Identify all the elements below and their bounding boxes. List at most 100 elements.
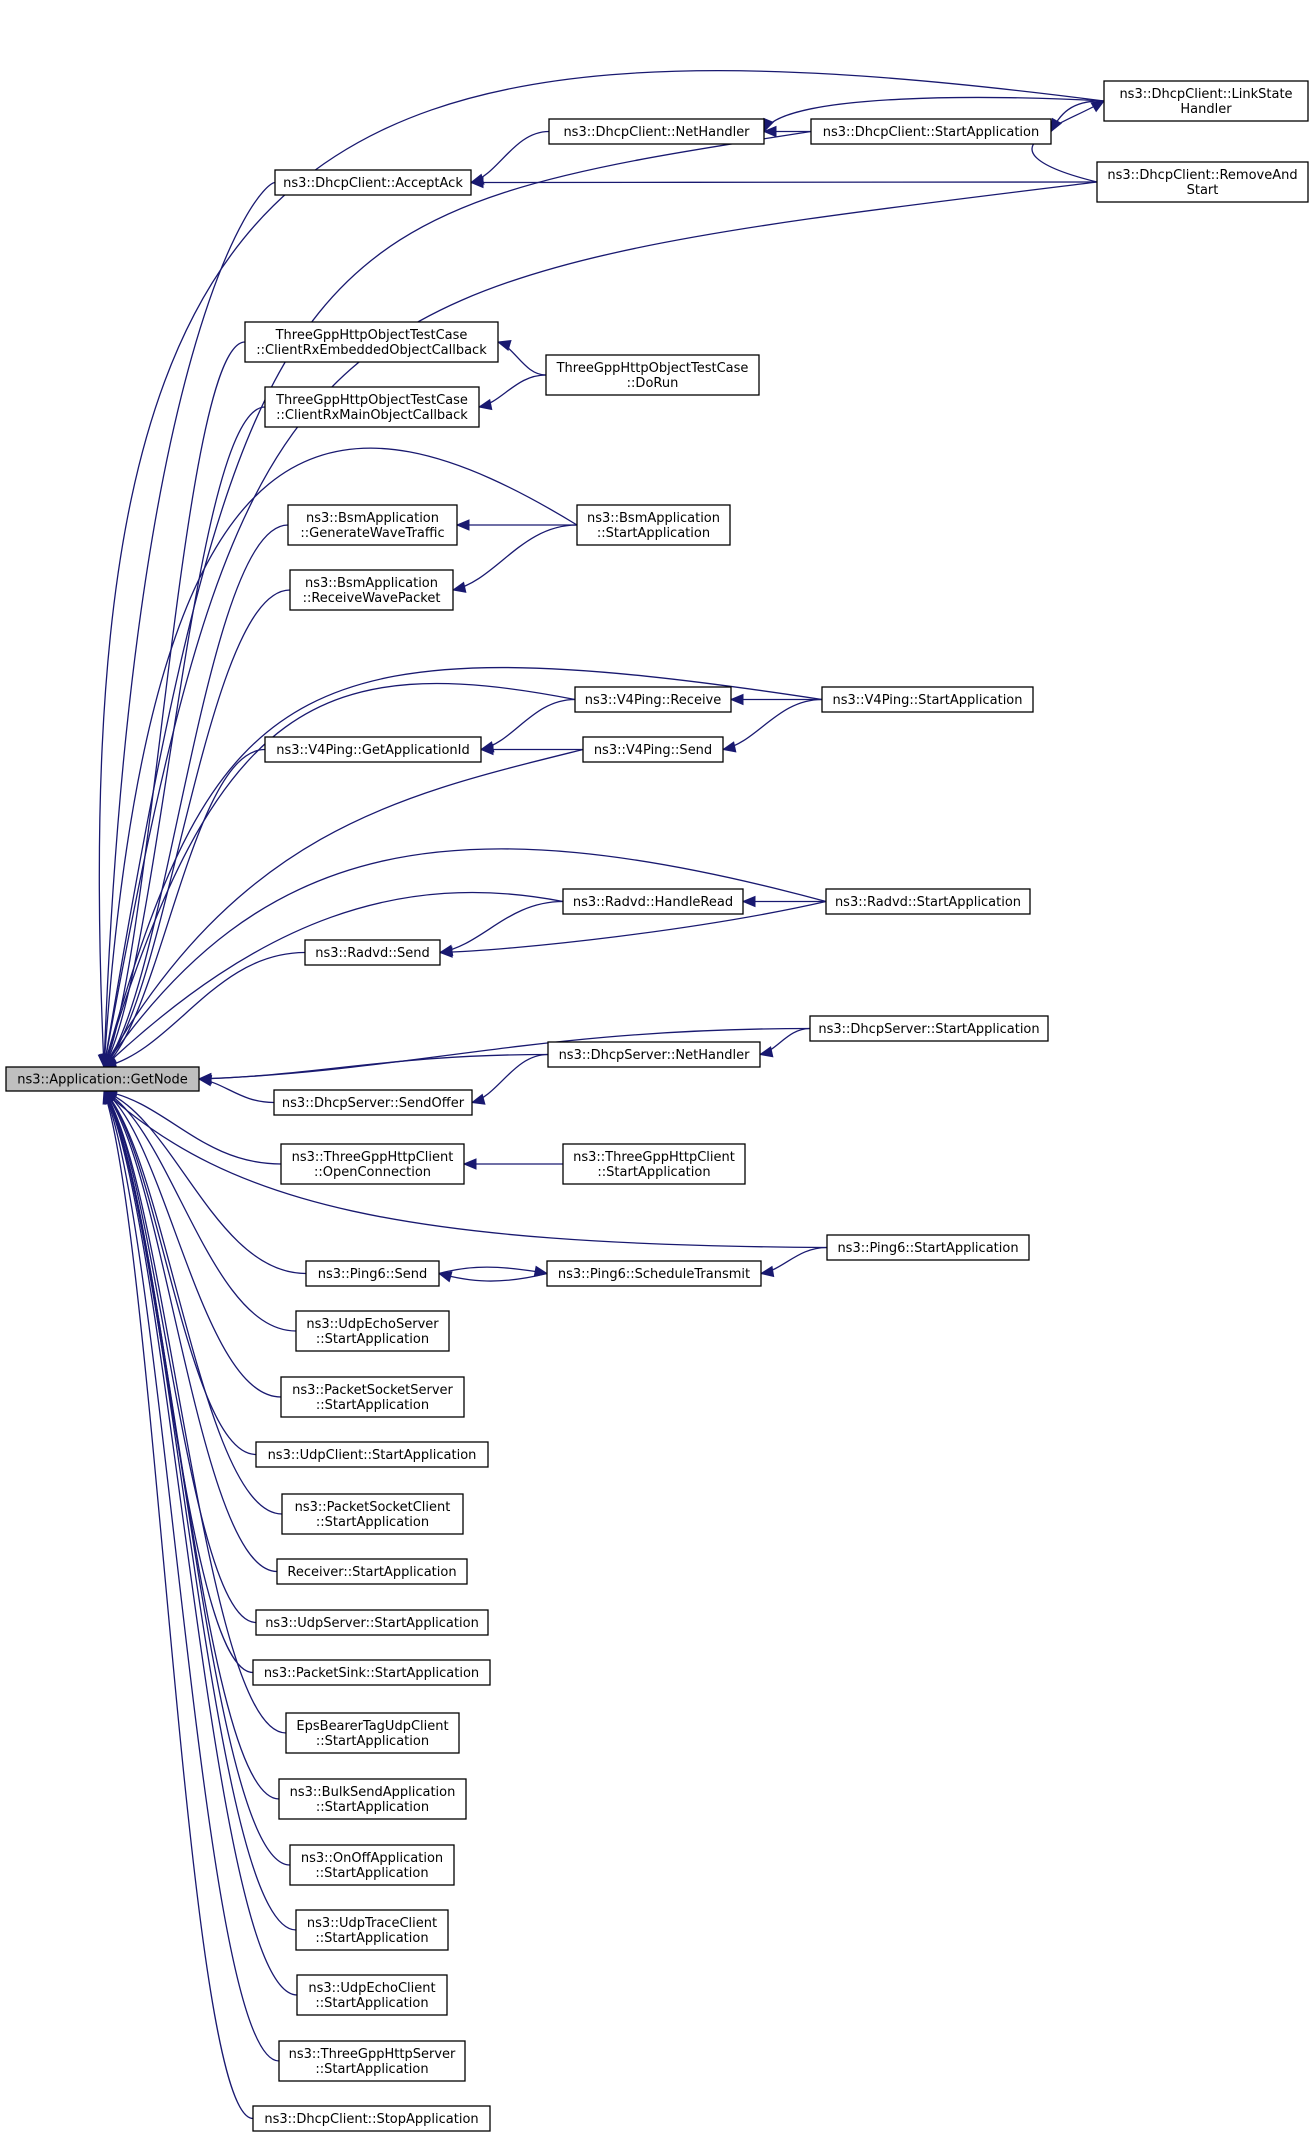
graph-node[interactable]: ThreeGppHttpObjectTestCase::ClientRxMain… [264, 386, 480, 428]
call-edge [103, 1090, 298, 1996]
node-box [546, 1260, 762, 1287]
node-label: ns3::V4Ping::GetApplicationId [276, 743, 470, 758]
node-box [274, 169, 472, 196]
graph-node[interactable]: ThreeGppHttpObjectTestCase::DoRun [545, 354, 760, 396]
node-label: ::StartApplication [316, 1332, 429, 1347]
node-label: ns3::BsmApplication [306, 511, 439, 526]
arrowhead [102, 1089, 114, 1105]
node-label: ::StartApplication [315, 2062, 428, 2077]
node-label: Receiver::StartApplication [287, 1565, 456, 1580]
node-label: ns3::OnOffApplication [301, 1851, 443, 1866]
graph-node[interactable]: ns3::UdpTraceClient::StartApplication [295, 1909, 449, 1951]
graph-node[interactable]: ns3::BulkSendApplication::StartApplicati… [278, 1778, 467, 1820]
node-box [1103, 80, 1309, 122]
node-label: ns3::UdpClient::StartApplication [268, 1448, 477, 1463]
arrowhead [469, 176, 484, 189]
call-edge [103, 341, 246, 1068]
node-label: ::DoRun [627, 376, 679, 391]
call-edge [103, 848, 827, 1068]
arrowhead [451, 581, 467, 593]
call-edge [103, 951, 306, 1068]
node-label: ns3::V4Ping::StartApplication [832, 693, 1022, 708]
graph-node[interactable]: ns3::UdpEchoServer::StartApplication [295, 1310, 450, 1352]
graph-node[interactable]: ns3::Radvd::Send [304, 939, 441, 966]
graph-node[interactable]: ns3::Radvd::StartApplication [825, 888, 1031, 915]
graph-node[interactable]: ns3::DhcpClient::AcceptAck [274, 169, 472, 196]
graph-node[interactable]: ns3::ThreeGppHttpClient::OpenConnection [280, 1143, 465, 1185]
node-box [280, 1376, 465, 1418]
graph-node[interactable]: ns3::DhcpClient::StopApplication [252, 2105, 491, 2132]
graph-node[interactable]: ns3::PacketSink::StartApplication [252, 1659, 491, 1686]
graph-node[interactable]: ns3::OnOffApplication::StartApplication [289, 1844, 455, 1886]
graph-node[interactable]: ns3::BsmApplication::ReceiveWavePacket [289, 569, 454, 611]
node-box [264, 386, 480, 428]
call-edge [103, 1090, 257, 1456]
call-edge [103, 891, 564, 1068]
graph-node[interactable]: EpsBearerTagUdpClient::StartApplication [285, 1712, 460, 1754]
graph-node[interactable]: ns3::V4Ping::StartApplication [821, 686, 1034, 713]
graph-node[interactable]: ns3::UdpEchoClient::StartApplication [296, 1974, 448, 2016]
node-box [287, 504, 458, 546]
call-edge [103, 181, 276, 1068]
call-edge [103, 748, 584, 1068]
graph-node[interactable]: ns3::UdpClient::StartApplication [255, 1441, 489, 1468]
node-box [296, 1974, 448, 2016]
node-box [295, 1310, 450, 1352]
graph-node[interactable]: ns3::DhcpServer::StartApplication [809, 1015, 1049, 1042]
graph-node[interactable]: ns3::DhcpClient::StartApplication [810, 118, 1052, 145]
graph-node[interactable]: ns3::Application::GetNode [5, 1066, 200, 1092]
call-edge [103, 748, 266, 1068]
node-label: ns3::Ping6::Send [318, 1267, 427, 1282]
graph-node[interactable]: ns3::ThreeGppHttpClient::StartApplicatio… [562, 1143, 746, 1185]
node-box [809, 1015, 1049, 1042]
graph-node[interactable]: ns3::DhcpServer::NetHandler [547, 1041, 761, 1068]
graph-node[interactable]: ns3::UdpServer::StartApplication [255, 1609, 489, 1636]
node-label: ns3::DhcpClient::NetHandler [563, 125, 750, 140]
call-edge [480, 698, 576, 751]
node-label: ns3::V4Ping::Send [594, 743, 712, 758]
node-label: ns3::Radvd::StartApplication [835, 895, 1021, 910]
arrowhead [470, 1093, 486, 1105]
node-box [5, 1066, 200, 1092]
node-box [545, 354, 760, 396]
graph-node[interactable]: ns3::V4Ping::Receive [574, 686, 732, 713]
call-edge [103, 1090, 282, 1398]
node-box [576, 504, 731, 546]
graph-node[interactable]: ns3::DhcpClient::NetHandler [548, 118, 765, 145]
node-box [252, 1659, 491, 1686]
call-edge [198, 1053, 549, 1080]
graph-node[interactable]: Receiver::StartApplication [276, 1558, 468, 1585]
graph-node[interactable]: ns3::PacketSocketClient::StartApplicatio… [281, 1493, 464, 1535]
node-label: ::StartApplication [316, 1734, 429, 1749]
node-box [255, 1609, 489, 1636]
graph-node[interactable]: ns3::Radvd::HandleRead [562, 888, 744, 915]
graph-node[interactable]: ns3::Ping6::StartApplication [826, 1234, 1030, 1261]
node-box [280, 1143, 465, 1185]
node-label: ::ClientRxEmbeddedObjectCallback [256, 343, 487, 358]
node-label: ns3::ThreeGppHttpClient [292, 1150, 454, 1165]
node-label: Start [1187, 183, 1219, 198]
graph-node[interactable]: ns3::DhcpServer::SendOffer [273, 1089, 473, 1116]
node-box [285, 1712, 460, 1754]
node-box [826, 1234, 1030, 1261]
graph-node[interactable]: ns3::ThreeGppHttpServer::StartApplicatio… [278, 2040, 466, 2082]
call-edge [103, 1090, 283, 1515]
graph-node[interactable]: ns3::V4Ping::Send [582, 736, 724, 763]
node-label: ns3::DhcpServer::NetHandler [559, 1048, 751, 1063]
node-label: ThreeGppHttpObjectTestCase [556, 361, 749, 376]
graph-node[interactable]: ThreeGppHttpObjectTestCase::ClientRxEmbe… [244, 321, 499, 363]
graph-node[interactable]: ns3::Ping6::Send [305, 1260, 440, 1287]
graph-node[interactable]: ns3::BsmApplication::GenerateWaveTraffic [287, 504, 458, 546]
arrowhead [759, 1265, 775, 1278]
call-edge [103, 1090, 257, 1624]
graph-node[interactable]: ns3::PacketSocketServer::StartApplicatio… [280, 1376, 465, 1418]
graph-node[interactable]: ns3::V4Ping::GetApplicationId [264, 736, 482, 763]
node-label: ns3::UdpEchoClient [308, 1981, 435, 1996]
node-box [264, 736, 482, 763]
graph-node[interactable]: ns3::BsmApplication::StartApplication [576, 504, 731, 546]
call-edge [103, 406, 266, 1068]
graph-node[interactable]: ns3::Ping6::ScheduleTransmit [546, 1260, 762, 1287]
node-label: Handler [1180, 102, 1232, 117]
